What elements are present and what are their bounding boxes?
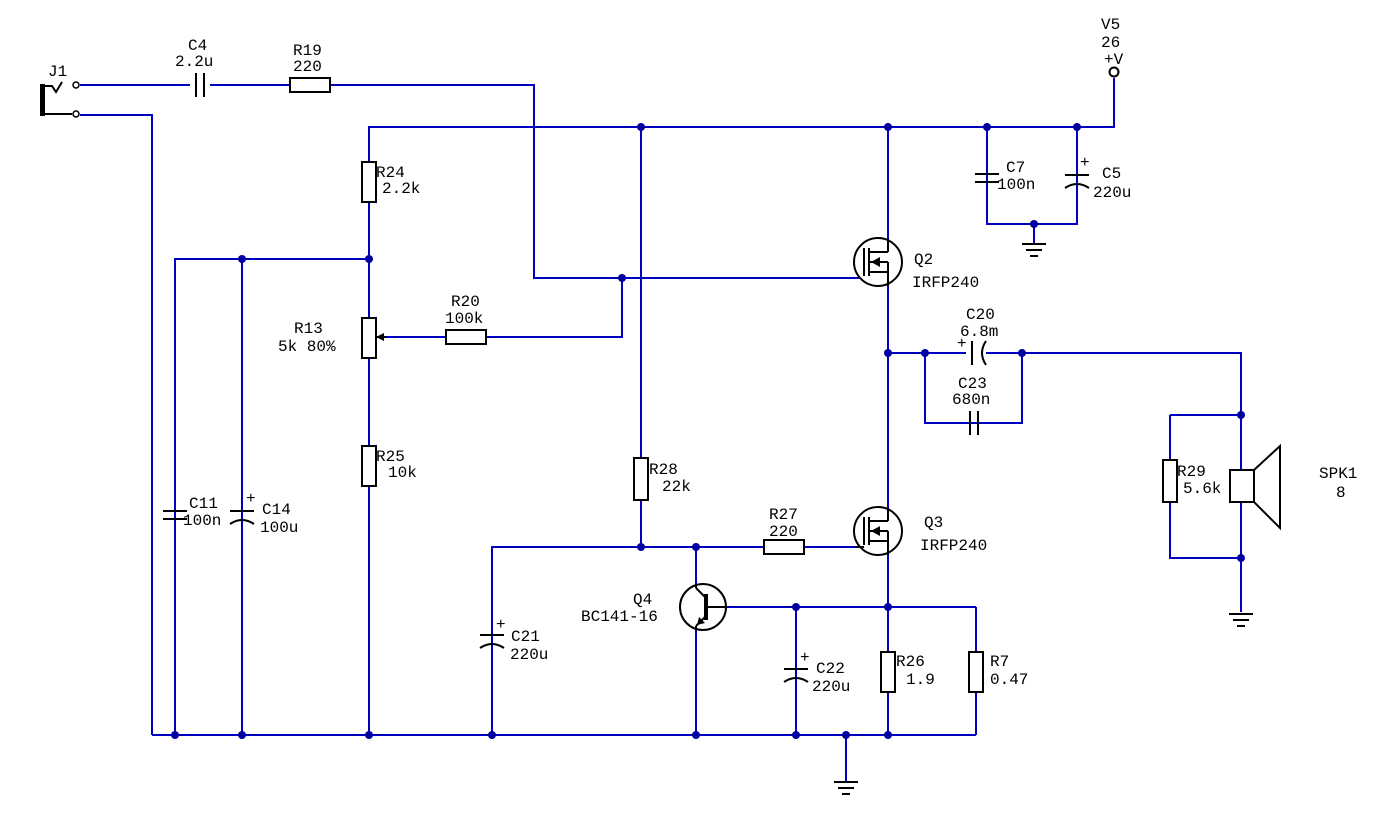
- c5-ref: C5: [1102, 165, 1121, 183]
- q2-ref: Q2: [914, 251, 933, 269]
- r28-value: 22k: [662, 478, 691, 496]
- mosfet-q3: Q3 IRFP240: [853, 506, 987, 556]
- q3-value: IRFP240: [920, 537, 987, 555]
- resistor-r24: R24 2.2k: [361, 161, 420, 203]
- c5-value: 220u: [1093, 184, 1131, 202]
- r28-ref: R28: [649, 461, 678, 479]
- r26-ref: R26: [896, 653, 925, 671]
- r27-ref: R27: [769, 506, 798, 524]
- capacitor-c5: + C5 220u: [1064, 154, 1131, 202]
- resistor-r26: R26 1.9: [880, 651, 935, 693]
- c4-ref: C4: [188, 37, 207, 55]
- c21-value: 220u: [510, 646, 548, 664]
- resistor-r27: R27 220: [763, 506, 805, 555]
- resistor-r19: R19 220: [289, 42, 331, 93]
- c22-polarity: +: [800, 649, 810, 667]
- c11-value: 100n: [183, 512, 221, 530]
- c23-value: 680n: [952, 391, 990, 409]
- spk1-ref: SPK1: [1319, 465, 1357, 483]
- r24-ref: R24: [376, 164, 405, 182]
- c14-ref: C14: [262, 501, 291, 519]
- capacitor-c20: + C20 6.8m: [957, 306, 998, 366]
- r27-value: 220: [769, 523, 798, 541]
- q4-value: BC141-16: [581, 608, 658, 626]
- transistor-q4: Q4 BC141-16: [581, 583, 727, 631]
- capacitor-c21: + C21 220u: [479, 616, 548, 664]
- junctions: [171, 123, 1245, 739]
- c14-polarity: +: [246, 490, 256, 508]
- q3-ref: Q3: [924, 514, 943, 532]
- capacitor-c14: + C14 100u: [229, 490, 298, 537]
- ground-main: [834, 781, 858, 795]
- resistor-r25: R25 10k: [361, 445, 417, 487]
- r13-ref: R13: [294, 320, 323, 338]
- resistor-r20: R20 100k: [445, 293, 487, 345]
- r24-value: 2.2k: [382, 180, 420, 198]
- r13-value: 5k 80%: [278, 338, 336, 356]
- capacitor-c7: C7 100n: [975, 159, 1035, 194]
- c11-ref: C11: [189, 495, 218, 513]
- v5-terminal: +V: [1104, 51, 1124, 69]
- c7-value: 100n: [997, 176, 1035, 194]
- r29-ref: R29: [1177, 463, 1206, 481]
- r19-value: 220: [293, 58, 322, 76]
- speaker-spk1: SPK1 8: [1229, 443, 1357, 531]
- r19-ref: R19: [293, 42, 322, 60]
- c22-ref: C22: [816, 660, 845, 678]
- r20-value: 100k: [445, 310, 483, 328]
- c21-ref: C21: [511, 628, 540, 646]
- q4-ref: Q4: [633, 591, 652, 609]
- resistor-r29: R29 5.6k: [1162, 459, 1221, 503]
- r7-value: 0.47: [990, 671, 1028, 689]
- spk1-value: 8: [1336, 484, 1346, 502]
- r25-ref: R25: [376, 448, 405, 466]
- c21-polarity: +: [496, 616, 506, 634]
- ground-c5-c7: [1022, 243, 1046, 257]
- resistor-r7: R7 0.47: [968, 651, 1028, 693]
- r26-value: 1.9: [906, 671, 935, 689]
- c23-ref: C23: [958, 375, 987, 393]
- r7-ref: R7: [990, 653, 1009, 671]
- potentiometer-r13: R13 5k 80%: [278, 317, 386, 359]
- resistor-r28: R28 22k: [633, 457, 691, 501]
- v5-ref: V5: [1101, 16, 1120, 34]
- c5-polarity: +: [1080, 154, 1090, 172]
- jack-j1: J1: [40, 63, 80, 118]
- capacitor-c22: + C22 220u: [783, 649, 850, 696]
- c20-ref: C20: [966, 306, 995, 324]
- ground-speaker: [1229, 613, 1253, 627]
- mosfet-q2: Q2 IRFP240: [853, 237, 979, 292]
- capacitor-c11: C11 100n: [163, 495, 221, 530]
- r20-ref: R20: [451, 293, 480, 311]
- c4-value: 2.2u: [175, 53, 213, 71]
- c14-value: 100u: [260, 519, 298, 537]
- r29-value: 5.6k: [1183, 480, 1221, 498]
- j1-ref: J1: [48, 63, 67, 81]
- c22-value: 220u: [812, 678, 850, 696]
- capacitor-c23: C23 680n: [952, 375, 990, 435]
- capacitor-c4: C4 2.2u: [175, 37, 213, 97]
- supply-v5: V5 26 +V: [1101, 16, 1124, 78]
- v5-value: 26: [1101, 34, 1120, 52]
- c20-value: 6.8m: [960, 323, 998, 341]
- c7-ref: C7: [1006, 159, 1025, 177]
- wires: [80, 78, 1242, 782]
- q2-value: IRFP240: [912, 274, 979, 292]
- r25-value: 10k: [388, 464, 417, 482]
- c20-polarity: +: [957, 335, 967, 353]
